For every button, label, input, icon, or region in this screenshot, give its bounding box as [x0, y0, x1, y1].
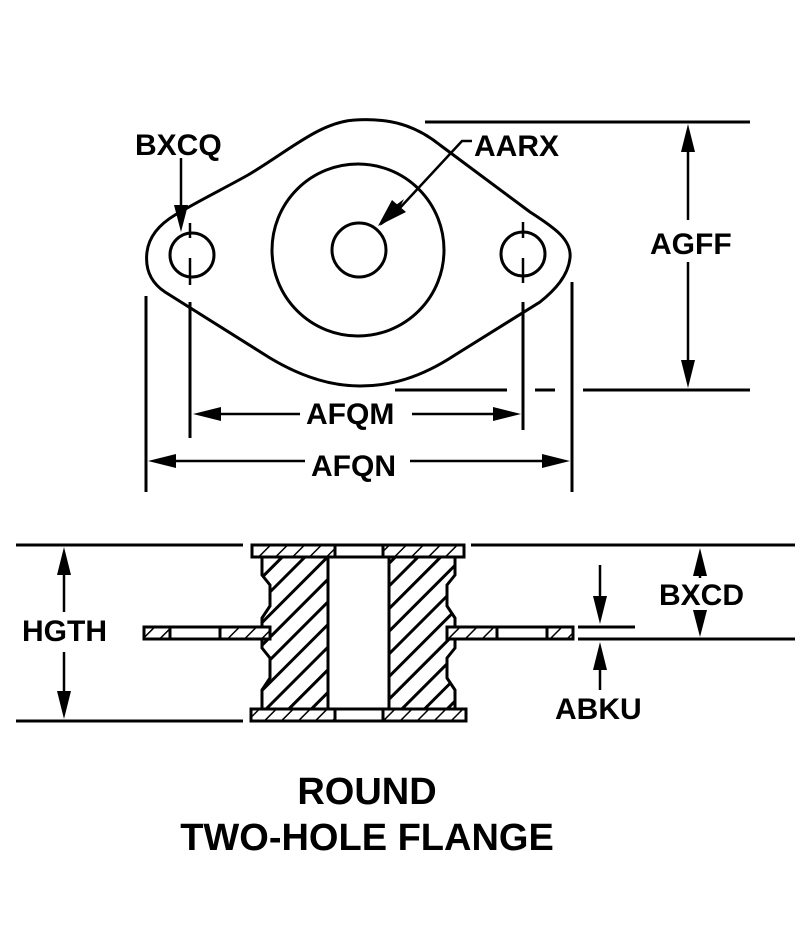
bottom-plate-right	[381, 707, 468, 723]
rubber-body-right	[387, 555, 457, 711]
afqn-arrow-right	[542, 454, 570, 468]
top-view: BXCQ AARX AGFF AFQM AFQN	[135, 118, 750, 492]
bottom-plate-left	[249, 707, 337, 723]
center-bore	[330, 221, 388, 279]
title-line-2: TWO-HOLE FLANGE	[180, 817, 554, 859]
top-plate-left	[250, 543, 337, 559]
bottom-plate-center	[333, 707, 385, 723]
flange-right-inner	[445, 625, 499, 641]
afqm-arrow-left	[193, 407, 221, 421]
hgth-arrow-down	[57, 691, 71, 719]
label-agff: AGFF	[650, 228, 732, 261]
flange-left-outer	[142, 625, 172, 641]
afqm-arrow-right	[493, 407, 521, 421]
abku-arrow-up	[593, 642, 607, 670]
boss-circle	[270, 162, 446, 338]
flange-outline	[145, 118, 572, 388]
label-afqm: AFQM	[306, 398, 394, 431]
label-afqn: AFQN	[311, 450, 396, 483]
side-view: HGTH BXCD ABKU	[16, 543, 795, 726]
bxcq-arrowhead	[174, 205, 188, 232]
agff-arrow-down	[681, 360, 695, 388]
title-line-1: ROUND	[297, 771, 436, 813]
flange-left-inner	[218, 625, 272, 641]
agff-arrow-up	[681, 124, 695, 152]
top-plate-center	[333, 543, 385, 559]
rubber-body-left	[260, 555, 330, 711]
label-bxcd: BXCD	[659, 579, 744, 612]
label-abku: ABKU	[555, 693, 642, 726]
label-aarx: AARX	[474, 130, 559, 163]
mounting-hole-left	[168, 231, 216, 279]
label-hgth: HGTH	[22, 615, 107, 648]
top-plate-right	[381, 543, 466, 559]
label-bxcq: BXCQ	[135, 129, 222, 162]
bxcd-arrow-up	[693, 548, 707, 576]
flange-right-gap	[495, 625, 549, 641]
hgth-arrow-up	[57, 547, 71, 575]
flange-right-outer	[545, 625, 575, 641]
bxcd-arrow-down	[693, 610, 707, 637]
flange-left-gap	[168, 625, 222, 641]
center-bore-section	[326, 555, 391, 711]
afqn-arrow-left	[148, 454, 176, 468]
abku-arrow-down	[593, 596, 607, 624]
